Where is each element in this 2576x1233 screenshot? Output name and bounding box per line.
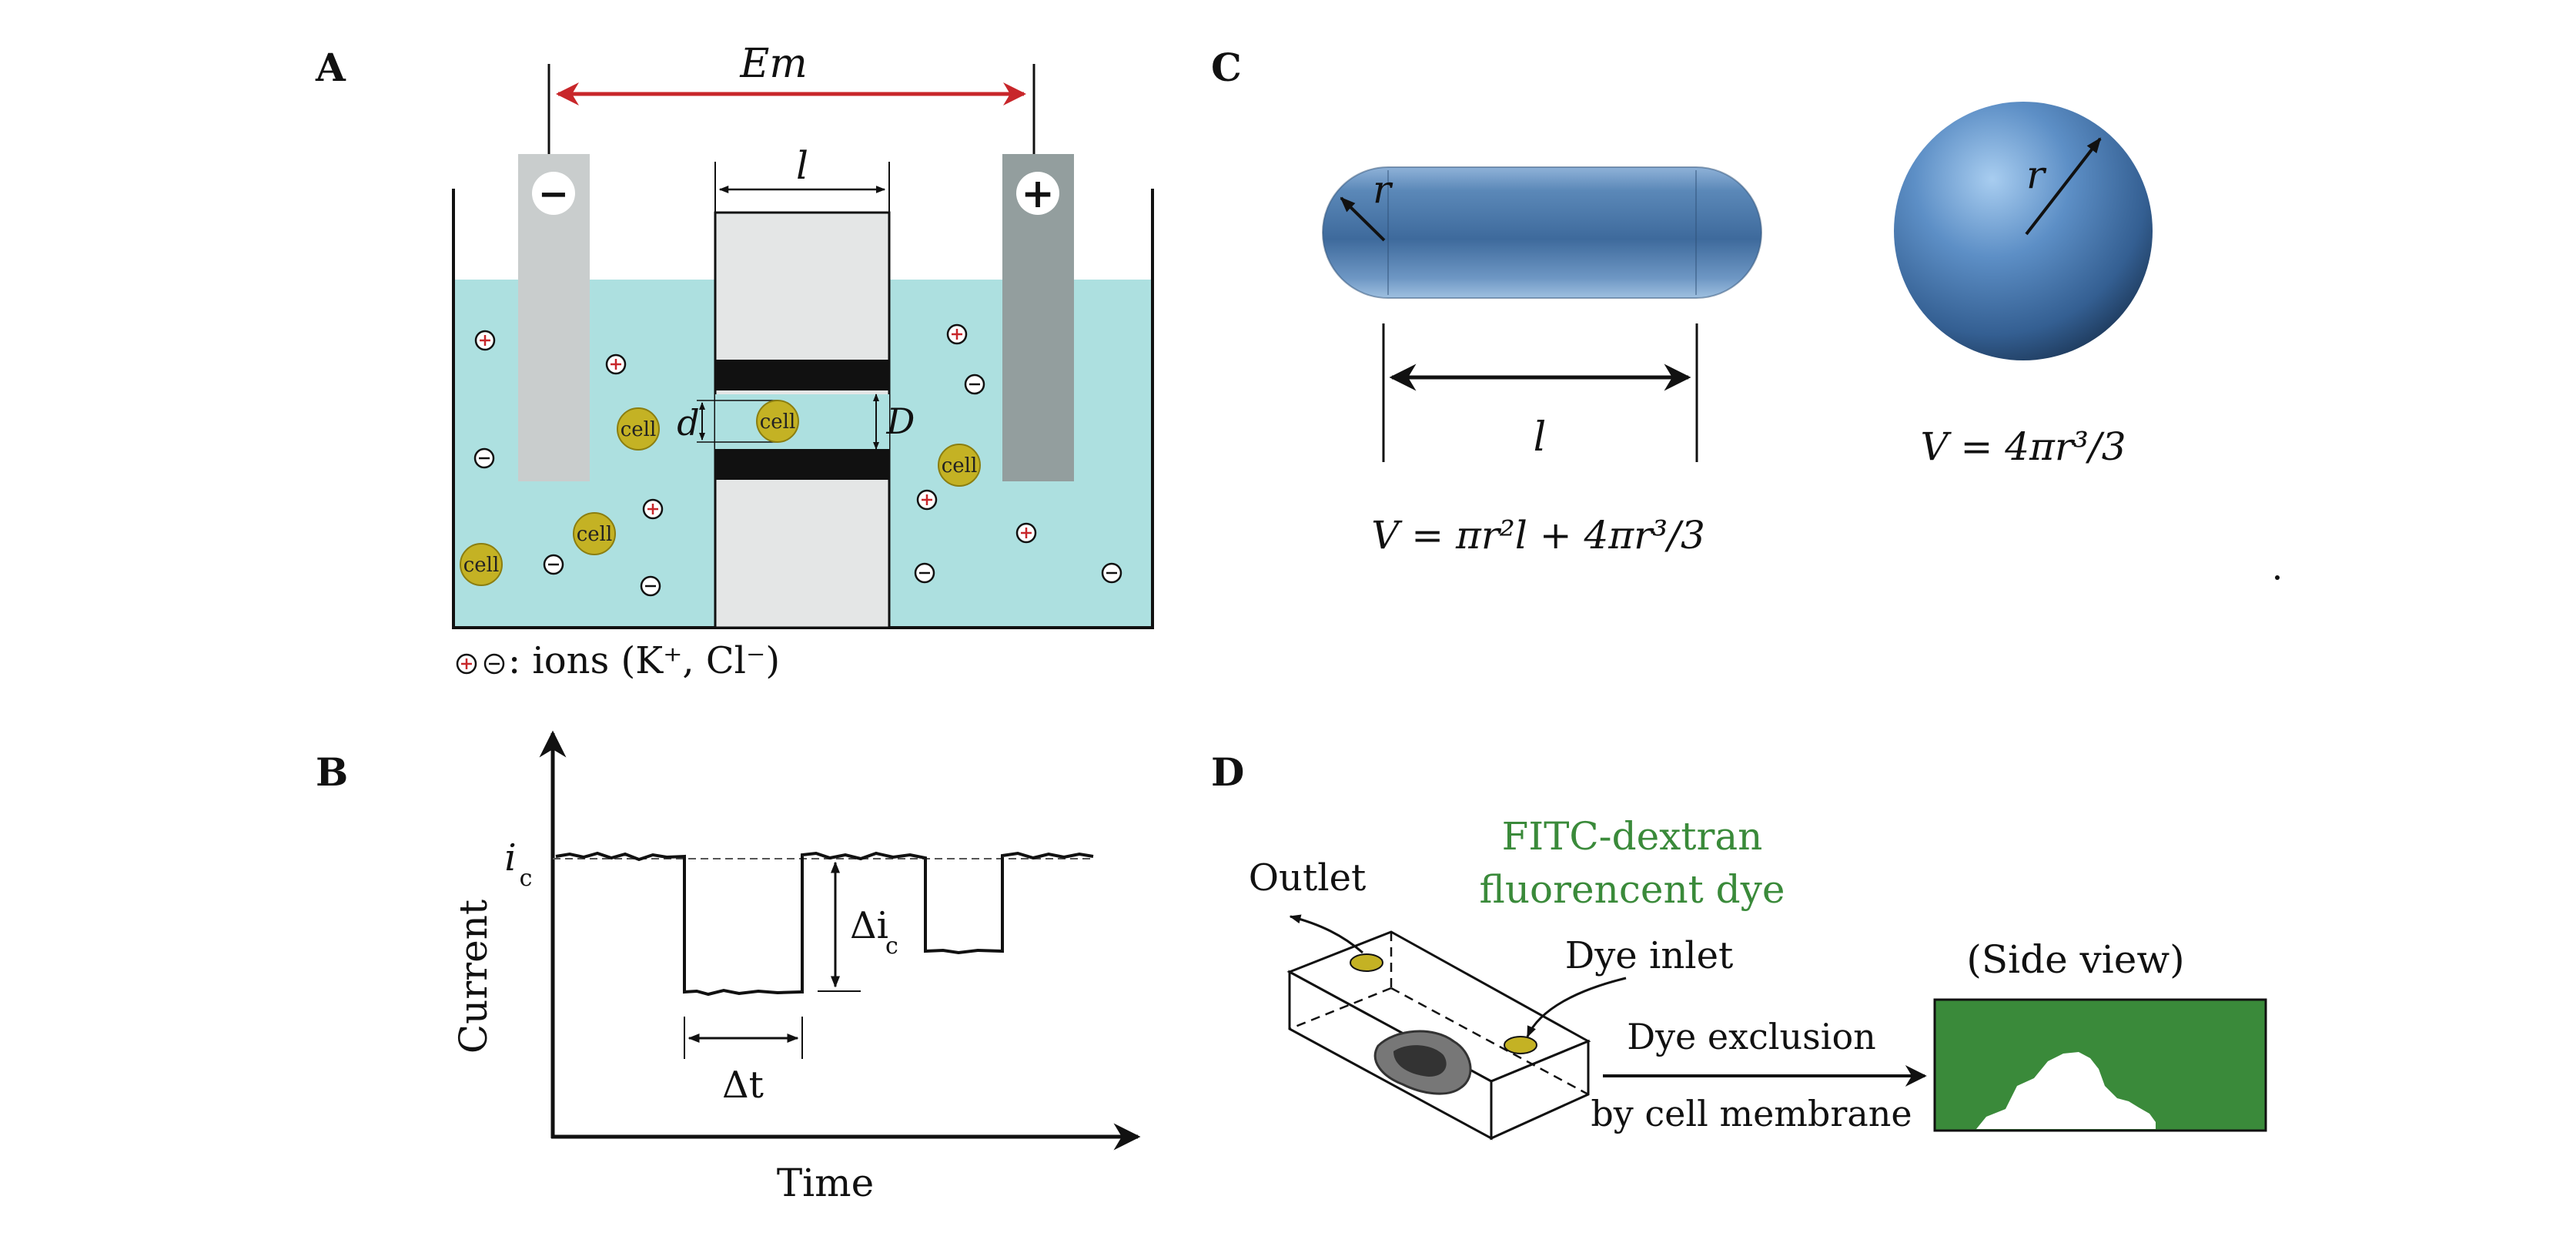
cell: cell [938,444,981,487]
cell: cell [460,543,503,586]
y-axis-label: Current [451,900,496,1054]
anion [914,562,935,584]
delta-current-label: Δi [850,904,888,947]
pore-upper-edge [715,360,889,390]
rod-volume-formula: V = πr²l + 4πr³/3 [1371,513,1705,558]
cell-label: cell [942,454,978,477]
anion [543,554,564,575]
cell-label: cell [463,554,500,577]
cell: cell [756,400,799,443]
cation [474,330,496,351]
spherical-cell-body [1894,102,2153,360]
panel-c-label: C [1211,45,1242,90]
x-axis-label: Time [777,1161,874,1205]
cell-label: cell [621,418,657,441]
baseline-current-subscript: c [520,865,533,892]
anion-legend-icon [483,653,505,675]
sphere-volume-formula: V = 4πr³/3 [1920,424,2126,469]
pore-length-label: l [796,143,808,188]
negative-sign-circle [532,172,575,215]
process-label-line1: Dye exclusion [1627,1016,1876,1057]
ions-legend-text: : ions (K⁺, Cl⁻) [508,639,780,682]
anion [473,447,495,469]
em-label: Em [739,41,807,87]
inlet-label: Dye inlet [1565,934,1734,977]
cell-label: cell [577,523,613,546]
cell: cell [617,407,660,451]
cation [946,323,968,345]
dye-name-line1: FITC-dextran [1502,814,1763,859]
cell-label: cell [760,410,796,434]
panel-d: D FITC-dextran fluorencent dye Outlet Dy… [1211,749,2267,1141]
current-trace [555,851,1094,997]
panel-b: B Current Time i c Δi c Δt [316,730,1141,1205]
rod-cell-outline [1322,166,1762,299]
panel-a-label: A [315,45,346,90]
cell: cell [573,512,616,555]
rod-radius-label: r [1373,167,1393,212]
baseline-current-label: i [504,836,516,880]
delta-time-label: Δt [722,1064,764,1107]
rod-cell-body [1323,167,1761,298]
pore-lower-edge [715,449,889,480]
cell-nucleus [1393,1045,1447,1077]
panel-a: A Em − + l D d cel [315,41,1154,682]
cation [1015,522,1037,544]
anion [1101,562,1122,584]
cation-legend-icon [456,653,477,675]
rod-length-label: l [1534,414,1547,461]
stray-dot [2275,575,2280,580]
outlet-arrow [1289,914,1363,954]
sphere-radius-arrow [2025,137,2102,236]
anion [964,374,985,395]
cation [605,353,627,375]
rod-radius-arrow [1340,196,1386,242]
dye-name-line2: fluorencent dye [1480,867,1785,912]
pore-diameter-label: D [886,400,915,442]
delta-current-subscript: c [885,933,898,960]
sphere-radius-label: r [2026,152,2047,197]
outlet-port [1350,953,1383,972]
panel-d-label: D [1211,749,1244,795]
cell-diameter-label: d [677,402,699,444]
cells: cell cell cell cell cell [460,400,981,586]
side-view-cell-silhouette [1976,1052,2156,1129]
inlet-port [1504,1036,1537,1054]
panel-c: C r l V = πr²l + 4πr³/3 r V = 4πr³/3 [1211,45,2280,580]
positive-sign-circle [1016,172,1059,215]
cation [916,489,938,511]
process-label-line2: by cell membrane [1591,1093,1912,1134]
pore-channel [715,394,889,450]
outlet-label: Outlet [1249,856,1367,900]
side-view-label: (Side view) [1966,937,2184,982]
cation [642,498,664,520]
inlet-arrow [1526,977,1627,1038]
panel-b-label: B [316,749,348,795]
positive-sign: + [1021,170,1055,217]
negative-sign: − [538,173,569,216]
anion [640,575,661,597]
